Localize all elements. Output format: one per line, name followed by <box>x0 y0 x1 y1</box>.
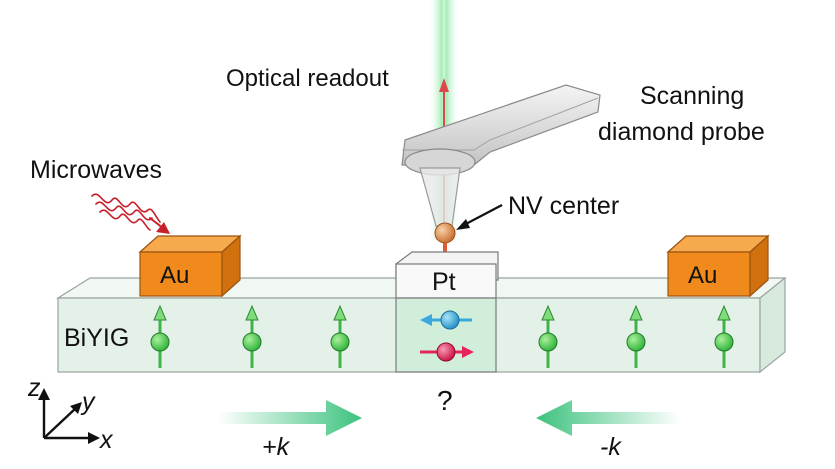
optical-readout-arrowhead <box>439 78 449 92</box>
axis-z-arrowhead <box>38 388 50 400</box>
question-mark: ? <box>437 385 453 416</box>
microwave-arrowhead <box>156 222 170 234</box>
nv-center-label: NV center <box>508 192 619 220</box>
au-right-label: Au <box>688 262 717 289</box>
probe-label-line2: diamond probe <box>598 118 765 146</box>
au-pad-right <box>666 234 770 298</box>
spin-green <box>150 304 170 368</box>
coordinate-axes <box>42 396 92 440</box>
microwave-signal <box>91 193 169 233</box>
nv-pointer-arrowhead <box>456 219 470 230</box>
spin-green <box>538 304 558 368</box>
axis-z-label: z <box>27 374 41 402</box>
axis-y-arrowhead <box>70 402 82 414</box>
au-left-label: Au <box>160 262 189 289</box>
au-pad-left <box>138 234 242 298</box>
spin-green <box>714 304 734 368</box>
pt-label: Pt <box>432 268 456 296</box>
optical-readout-label: Optical readout <box>226 65 389 92</box>
spin-green <box>242 304 262 368</box>
nv-pointer-line <box>461 204 503 227</box>
minus-k-label: -k <box>600 433 622 461</box>
probe-label-line1: Scanning <box>640 82 744 110</box>
axis-x-label: x <box>99 426 114 454</box>
substrate-label: BiYIG <box>64 324 129 352</box>
spin-green <box>330 304 350 368</box>
nv-center-dot <box>434 222 456 244</box>
spin-green <box>626 304 646 368</box>
pt-electrode <box>395 251 499 373</box>
spin-array <box>150 304 734 368</box>
plus-k-label: +k <box>262 433 291 461</box>
plus-k-arrow <box>218 400 362 436</box>
microwaves-label: Microwaves <box>30 156 162 184</box>
spin-red <box>420 342 474 362</box>
spin-blue <box>420 310 472 330</box>
axis-y-label: y <box>80 388 96 416</box>
minus-k-arrow <box>536 400 680 436</box>
axis-x-arrowhead <box>88 432 100 444</box>
